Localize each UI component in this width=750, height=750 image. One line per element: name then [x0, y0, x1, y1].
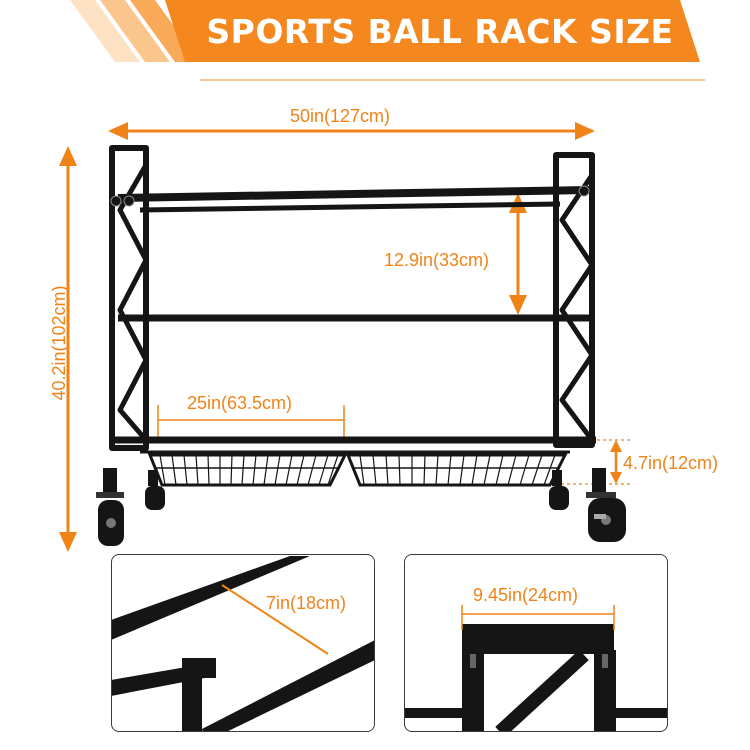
banner-background [165, 0, 700, 62]
basket-right [345, 453, 568, 487]
rack-frame [109, 145, 596, 454]
detail-panel-left: 7in(18cm) [111, 554, 375, 732]
basket-width-marker [157, 405, 345, 440]
detail-panel-left-drawing [111, 556, 375, 732]
width-label: 50in(127cm) [290, 106, 391, 126]
basket-width-label: 25in(63.5cm) [187, 393, 293, 413]
detail-right-label: 9.45in(24cm) [473, 585, 579, 605]
height-arrow [59, 146, 77, 552]
page-title: SPORTS BALL RACK SIZE [206, 12, 674, 51]
detail-left-label: 7in(18cm) [266, 593, 347, 613]
caster-back-right [549, 470, 569, 510]
shelf-gap-arrow [509, 193, 527, 315]
detail-panel-right: 9.45in(24cm) [404, 554, 668, 732]
basket-left [147, 453, 348, 487]
height-label: 40.2in(102cm) [49, 285, 69, 401]
shelf-gap-label: 12.9in(33cm) [384, 250, 490, 270]
caster-front-right [586, 468, 626, 542]
width-arrow [108, 122, 595, 140]
caster-front-left [96, 468, 124, 546]
caster-back-left [145, 470, 165, 510]
detail-panel-right-drawing [404, 605, 668, 732]
basket-depth-label: 4.7in(12cm) [623, 453, 719, 473]
bolts [110, 185, 590, 207]
